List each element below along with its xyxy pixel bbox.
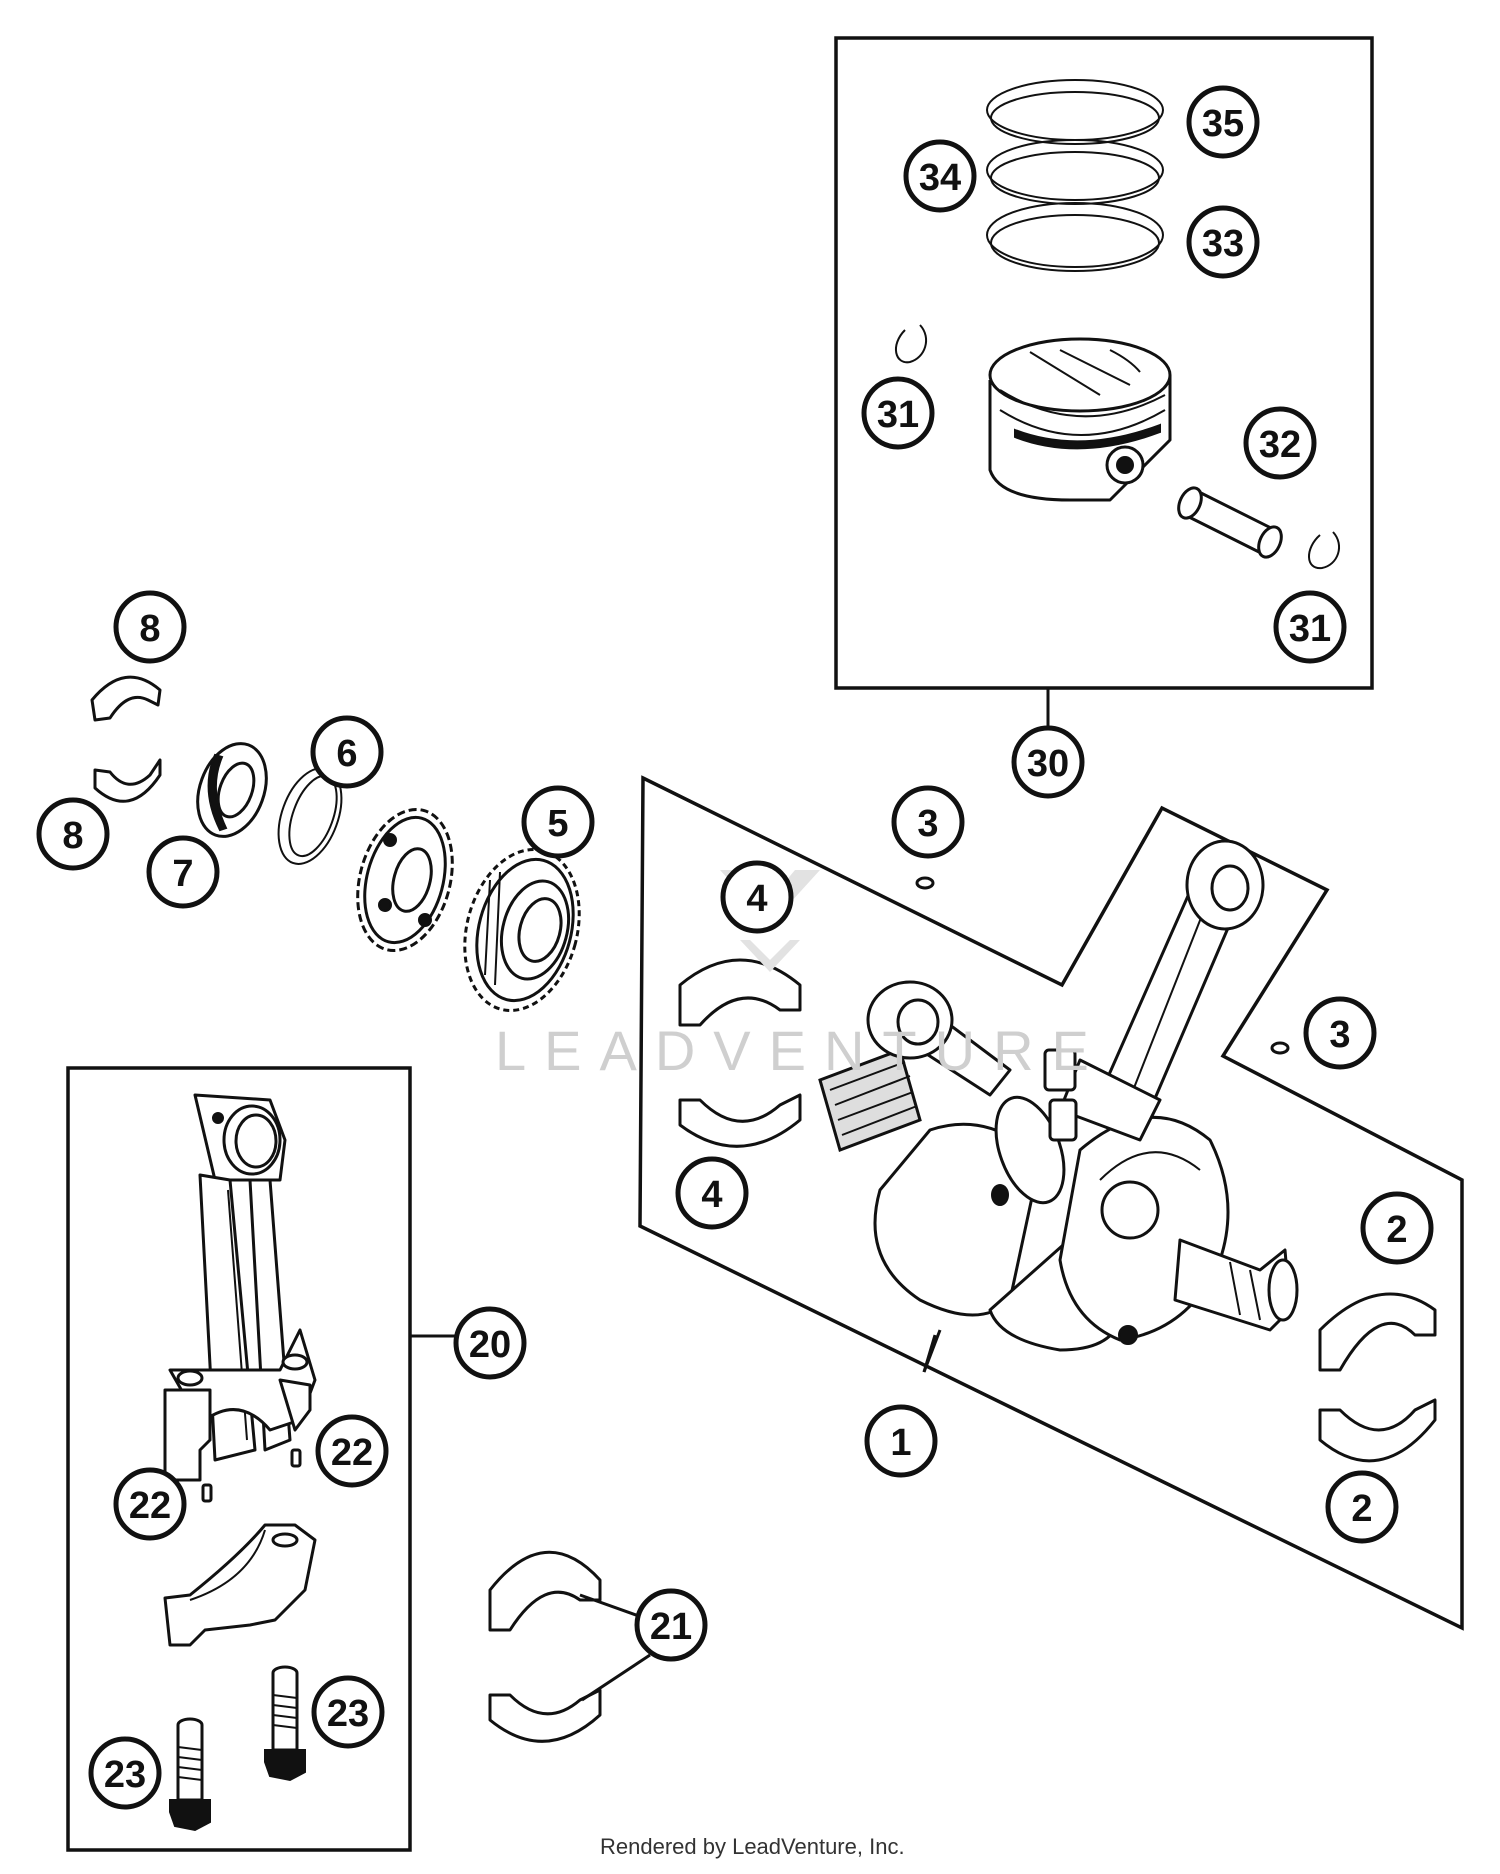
callout-4b: 4 [675, 1156, 749, 1230]
svg-text:5: 5 [547, 803, 568, 845]
svg-text:4: 4 [701, 1174, 722, 1216]
svg-text:31: 31 [877, 394, 919, 436]
svg-text:2: 2 [1351, 1488, 1372, 1530]
pin-icon [915, 876, 935, 890]
callout-33: 33 [1186, 205, 1260, 279]
svg-text:33: 33 [1202, 223, 1244, 265]
svg-text:35: 35 [1202, 103, 1244, 145]
connecting-rod-icon [866, 980, 1012, 1097]
callout-22a: 22 [315, 1414, 389, 1488]
gear-icon [463, 848, 581, 1012]
callout-34: 34 [903, 139, 977, 213]
callout-4a: 4 [720, 860, 794, 934]
callout-8a: 8 [113, 590, 187, 664]
callout-23a: 23 [311, 1675, 385, 1749]
svg-text:8: 8 [62, 815, 83, 857]
svg-text:6: 6 [336, 733, 357, 775]
timing-parts-group [90, 675, 581, 1012]
crankshaft-icon [818, 839, 1299, 1352]
callout-6: 6 [310, 715, 384, 789]
footer-credit: Rendered by LeadVenture, Inc. [600, 1834, 905, 1859]
circlip-icon [1308, 531, 1341, 570]
dowel-pin-icon [290, 1448, 302, 1468]
bearing-shell-icon [678, 958, 802, 1148]
crankshaft-group [638, 775, 1464, 1631]
pin-icon [1270, 1041, 1290, 1055]
callout-5: 5 [521, 785, 595, 859]
bearing-shell-icon [93, 758, 162, 803]
piston-kit-frame [834, 36, 1374, 690]
svg-text:2: 2 [1386, 1209, 1407, 1251]
dowel-pin-icon [201, 1483, 213, 1503]
bearing-shell-icon [488, 1550, 651, 1743]
svg-text:23: 23 [104, 1754, 146, 1796]
svg-text:3: 3 [1329, 1014, 1350, 1056]
callout-31b: 31 [1273, 590, 1347, 664]
gear-icon [356, 807, 454, 953]
seal-ring-icon [196, 742, 268, 838]
svg-text:34: 34 [919, 157, 961, 199]
svg-text:8: 8 [139, 608, 160, 650]
piston-pin-icon [1177, 486, 1283, 559]
callout-32: 32 [1243, 406, 1317, 480]
svg-text:22: 22 [129, 1485, 171, 1527]
connecting-rod-icon [1043, 839, 1265, 1142]
svg-text:22: 22 [331, 1432, 373, 1474]
svg-text:4: 4 [746, 878, 767, 920]
callout-20: 20 [453, 1306, 527, 1380]
circlip-icon [895, 324, 928, 364]
callout-3a: 3 [891, 785, 965, 859]
connecting-rod-kit-frame [66, 1066, 412, 1852]
bearing-shell-icon [1318, 1292, 1437, 1463]
svg-text:3: 3 [917, 803, 938, 845]
svg-text:7: 7 [172, 853, 193, 895]
svg-text:20: 20 [469, 1324, 511, 1366]
piston-icon [988, 337, 1172, 502]
bearing-cap-icon [163, 1523, 317, 1647]
svg-text:32: 32 [1259, 424, 1301, 466]
callout-23b: 23 [88, 1736, 162, 1810]
callout-2b: 2 [1325, 1470, 1399, 1544]
callout-31a: 31 [861, 376, 935, 450]
connecting-rod-icon [163, 1093, 317, 1482]
svg-text:30: 30 [1027, 743, 1069, 785]
svg-text:1: 1 [890, 1422, 911, 1464]
callout-1: 1 [864, 1404, 938, 1478]
piston-kit-group [834, 36, 1374, 726]
callout-30: 30 [1011, 725, 1085, 799]
connecting-rod-kit-group [66, 1066, 460, 1852]
callout-3b: 3 [1303, 996, 1377, 1070]
callout-21: 21 [634, 1588, 708, 1662]
piston-ring-icon [986, 79, 1164, 272]
svg-text:21: 21 [650, 1606, 692, 1648]
callout-7: 7 [146, 835, 220, 909]
svg-text:31: 31 [1289, 608, 1331, 650]
watermark-logo: LEADVENTURE [495, 870, 1107, 1082]
watermark-text: LEADVENTURE [495, 1019, 1107, 1082]
svg-text:23: 23 [327, 1693, 369, 1735]
bolt-icon [169, 1717, 211, 1832]
callout-35: 35 [1186, 85, 1260, 159]
callout-8b: 8 [36, 797, 110, 871]
crankshaft-frame [638, 775, 1464, 1631]
bearing-shell-icon [90, 675, 162, 722]
bolt-icon [264, 1665, 306, 1782]
callout-22b: 22 [113, 1467, 187, 1541]
callout-2a: 2 [1360, 1191, 1434, 1265]
